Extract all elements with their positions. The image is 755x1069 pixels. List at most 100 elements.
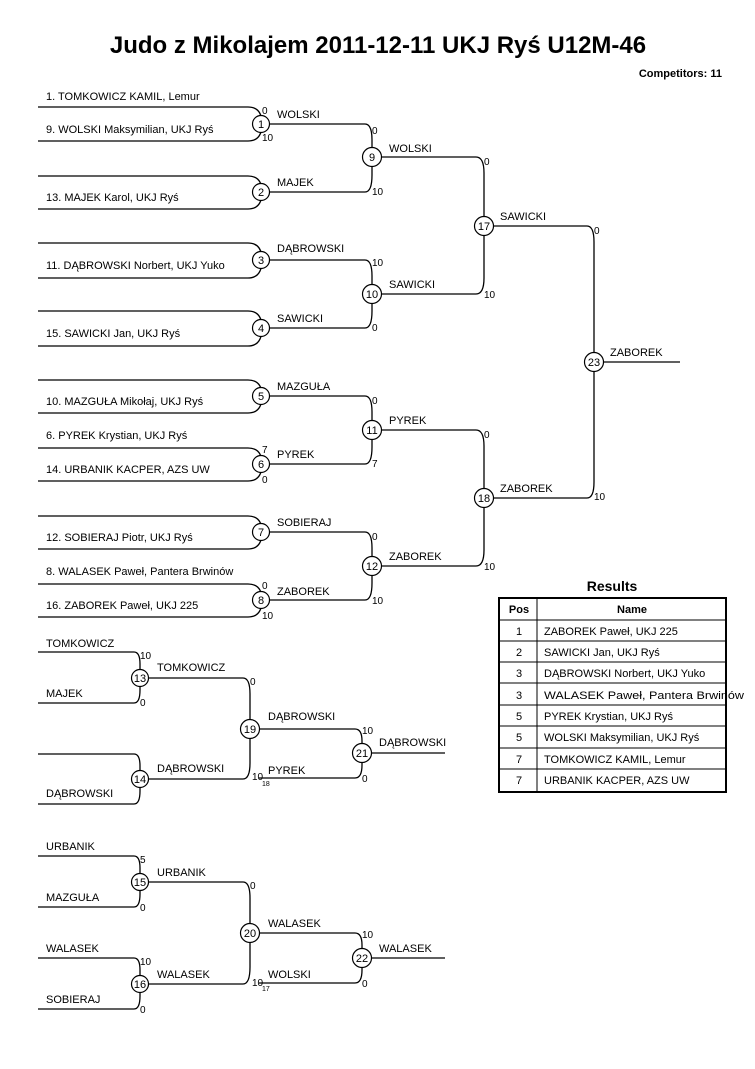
score-labels: 0 10 7 0 0 10 0 10 10 0 0 7 0 10 0 10 0 …: [140, 106, 606, 1016]
repechage-lines: [38, 651, 445, 1010]
match-number: 19: [244, 724, 256, 736]
score: 10: [484, 562, 496, 573]
match-number: 15: [134, 877, 146, 889]
match-number: 12: [366, 561, 378, 573]
result-name: WOLSKI Maksymilian, UKJ Ryś: [544, 732, 700, 744]
repechage-entry-name: MAJEK: [46, 688, 83, 700]
result-pos: 3: [516, 690, 522, 702]
winner-name: SAWICKI: [500, 211, 546, 223]
match-number: 11: [366, 425, 377, 437]
winner-name: PYREK: [268, 765, 306, 777]
match-nodes: 1 2 3 4 5 6 7 8 9 10 11 12 13 14 15 16 1…: [130, 114, 605, 994]
match-number: 23: [588, 357, 600, 369]
reference-mark: 18: [262, 781, 270, 788]
score: 10: [140, 651, 152, 662]
match-number: 1: [258, 119, 264, 131]
entry-name: 11. DĄBROWSKI Norbert, UKJ Yuko: [46, 260, 225, 272]
result-pos: 7: [516, 775, 522, 787]
winner-name: ZABOREK: [277, 586, 330, 598]
score: 5: [140, 855, 146, 866]
score: 0: [594, 226, 600, 237]
result-name: URBANIK KACPER, AZS UW: [544, 775, 690, 787]
winner-name: PYREK: [389, 415, 427, 427]
score: 0: [262, 106, 268, 117]
entry-name: 15. SAWICKI Jan, UKJ Ryś: [46, 328, 181, 340]
score: 10: [252, 772, 264, 783]
result-pos: 3: [516, 668, 522, 680]
winner-name: WALASEK: [268, 918, 321, 930]
match-number: 14: [134, 774, 146, 786]
score: 10: [252, 978, 264, 989]
repechage-entry-name: DĄBROWSKI: [46, 788, 113, 800]
score: 0: [362, 774, 368, 785]
winner-name: WOLSKI: [277, 109, 320, 121]
winner-name: WALASEK: [157, 969, 210, 981]
result-name: PYREK Krystian, UKJ Ryś: [544, 711, 673, 723]
match-number: 20: [244, 928, 256, 940]
entry-name: 10. MAZGUŁA Mikołaj, UKJ Ryś: [46, 396, 204, 408]
score: 0: [140, 698, 146, 709]
winner-labels: WOLSKI MAJEK DĄBROWSKI SAWICKI MAZGUŁA P…: [157, 109, 663, 981]
result-name: WALASEK Paweł, Pantera Brwinów: [544, 690, 744, 702]
score: 0: [362, 979, 368, 990]
bronze-winner-name: DĄBROWSKI: [379, 737, 446, 749]
winner-name: SAWICKI: [389, 279, 435, 291]
winner-name: DĄBROWSKI: [268, 711, 335, 723]
result-name: DĄBROWSKI Norbert, UKJ Yuko: [544, 668, 705, 680]
reference-mark: 17: [262, 986, 270, 993]
winner-name: PYREK: [277, 449, 315, 461]
score: 0: [372, 323, 378, 334]
match-number: 6: [258, 459, 264, 471]
match-number: 9: [369, 152, 375, 164]
repechage-entry-name: WALASEK: [46, 943, 99, 955]
match-number: 2: [258, 187, 264, 199]
match-number: 18: [478, 493, 490, 505]
results-col-pos: Pos: [509, 604, 529, 616]
entry-name: 6. PYREK Krystian, UKJ Ryś: [46, 430, 188, 442]
final-winner-name: ZABOREK: [610, 347, 663, 359]
match-number: 3: [258, 255, 264, 267]
score: 10: [140, 957, 152, 968]
score: 10: [594, 492, 606, 503]
winner-name: DĄBROWSKI: [157, 763, 224, 775]
score: 10: [262, 133, 274, 144]
match-number: 21: [356, 748, 368, 760]
winner-name: TOMKOWICZ: [157, 662, 226, 674]
results-heading: Results: [587, 578, 638, 594]
page-title: Judo z Mikolajem 2011-12-11 UKJ Ryś U12M…: [110, 32, 646, 59]
match-number: 7: [258, 527, 264, 539]
winner-name: WOLSKI: [389, 143, 432, 155]
score: 10: [372, 187, 384, 198]
score: 10: [262, 611, 274, 622]
competitors-count: Competitors: 11: [639, 68, 722, 80]
match-number: 22: [356, 953, 368, 965]
score: 10: [362, 930, 374, 941]
score: 0: [372, 126, 378, 137]
entry-name: 13. MAJEK Karol, UKJ Ryś: [46, 192, 179, 204]
winner-name: MAJEK: [277, 177, 314, 189]
result-pos: 5: [516, 711, 522, 723]
match-number: 10: [366, 289, 378, 301]
winner-name: WOLSKI: [268, 969, 311, 981]
match-number: 17: [478, 221, 490, 233]
score: 0: [250, 677, 256, 688]
score: 10: [372, 596, 384, 607]
result-name: TOMKOWICZ KAMIL, Lemur: [544, 754, 686, 766]
score: 10: [362, 726, 374, 737]
score: 10: [484, 290, 496, 301]
entry-name: 14. URBANIK KACPER, AZS UW: [46, 464, 210, 476]
score: 0: [140, 903, 146, 914]
score: 0: [372, 532, 378, 543]
score: 0: [484, 157, 490, 168]
score: 7: [372, 459, 378, 470]
results-col-name: Name: [617, 604, 647, 616]
score: 0: [484, 430, 490, 441]
result-pos: 2: [516, 647, 522, 659]
results-table: Results Pos Name 1 ZABOREK Paweł, UKJ 22…: [498, 578, 744, 793]
score: 7: [262, 445, 268, 456]
score: 0: [262, 581, 268, 592]
result-name: ZABOREK Paweł, UKJ 225: [544, 626, 678, 638]
winner-name: URBANIK: [157, 867, 207, 879]
bronze-winner-name: WALASEK: [379, 943, 432, 955]
